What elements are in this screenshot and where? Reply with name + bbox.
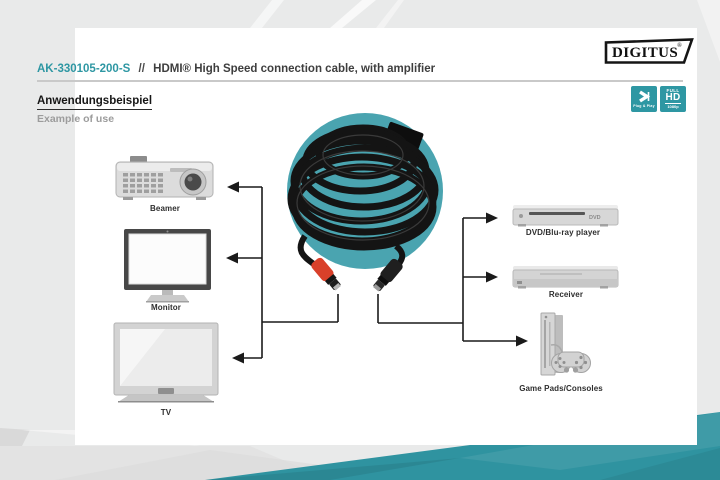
- beamer-device: [115, 156, 214, 200]
- arrow-to-monitor: [226, 252, 238, 264]
- feature-badges: Plug & Play FULL HD 1080p: [631, 86, 686, 112]
- title-separator: //: [138, 63, 145, 75]
- dvd-player-label: DVD/Blu-ray player: [525, 228, 601, 237]
- receiver-device: [512, 266, 619, 289]
- product-name: HDMI® High Speed connection cable, with …: [153, 63, 436, 75]
- play-icon: [639, 90, 651, 103]
- section-title-de: Anwendungsbeispiel: [37, 95, 153, 110]
- plug-and-play-caption: Plug & Play: [633, 104, 655, 108]
- full-hd-line3: 1080p: [667, 104, 679, 110]
- receiver-label: Receiver: [548, 290, 584, 299]
- header-rule: [37, 80, 683, 82]
- tv-label: TV: [160, 408, 172, 417]
- full-hd-line1: FULL: [666, 87, 680, 93]
- product-sku: AK-330105-200-S: [37, 63, 131, 75]
- tv-device: [113, 322, 219, 403]
- product-title: AK-330105-200-S // HDMI® High Speed conn…: [37, 63, 435, 75]
- dvd-player-device: DVD: [512, 205, 619, 227]
- arrow-to-receiver: [486, 271, 498, 283]
- background-streak: [330, 0, 376, 28]
- teal-wedge-facet: [205, 458, 460, 480]
- background-streak: [376, 0, 404, 28]
- plug-and-play-badge: Plug & Play: [631, 86, 657, 112]
- hdmi-connector-black: [373, 258, 403, 292]
- hdmi-connector-red: [311, 257, 341, 291]
- connection-lines: [226, 181, 528, 364]
- background-facet: [0, 428, 30, 446]
- full-hd-badge: FULL HD 1080p: [660, 86, 686, 112]
- game-console-label: Game Pads/Consoles: [519, 384, 603, 393]
- digitus-logo-frame: [604, 38, 694, 64]
- arrow-to-beamer: [227, 181, 239, 193]
- game-console-device: [540, 312, 591, 376]
- hdmi-cable-coil: [287, 121, 439, 268]
- monitor-device: [124, 229, 211, 303]
- section-title-en: Example of use: [37, 113, 115, 125]
- arrow-to-console: [516, 335, 528, 347]
- full-hd-line2: HD: [665, 92, 681, 104]
- monitor-label: Monitor: [150, 303, 182, 312]
- teal-wedge-facet: [600, 448, 720, 480]
- background-streak: [250, 0, 284, 28]
- beamer-label: Beamer: [150, 204, 180, 213]
- digitus-logo: DIGITUS ®: [602, 36, 698, 71]
- arrow-to-dvd-player: [486, 212, 498, 224]
- dvd-marking: DVD: [589, 215, 601, 221]
- registered-mark: ®: [677, 42, 682, 49]
- full-hd-divider: [665, 103, 681, 105]
- digitus-logo-text: DIGITUS: [612, 45, 678, 61]
- arrow-to-tv: [232, 352, 244, 364]
- background-facet: [697, 0, 720, 62]
